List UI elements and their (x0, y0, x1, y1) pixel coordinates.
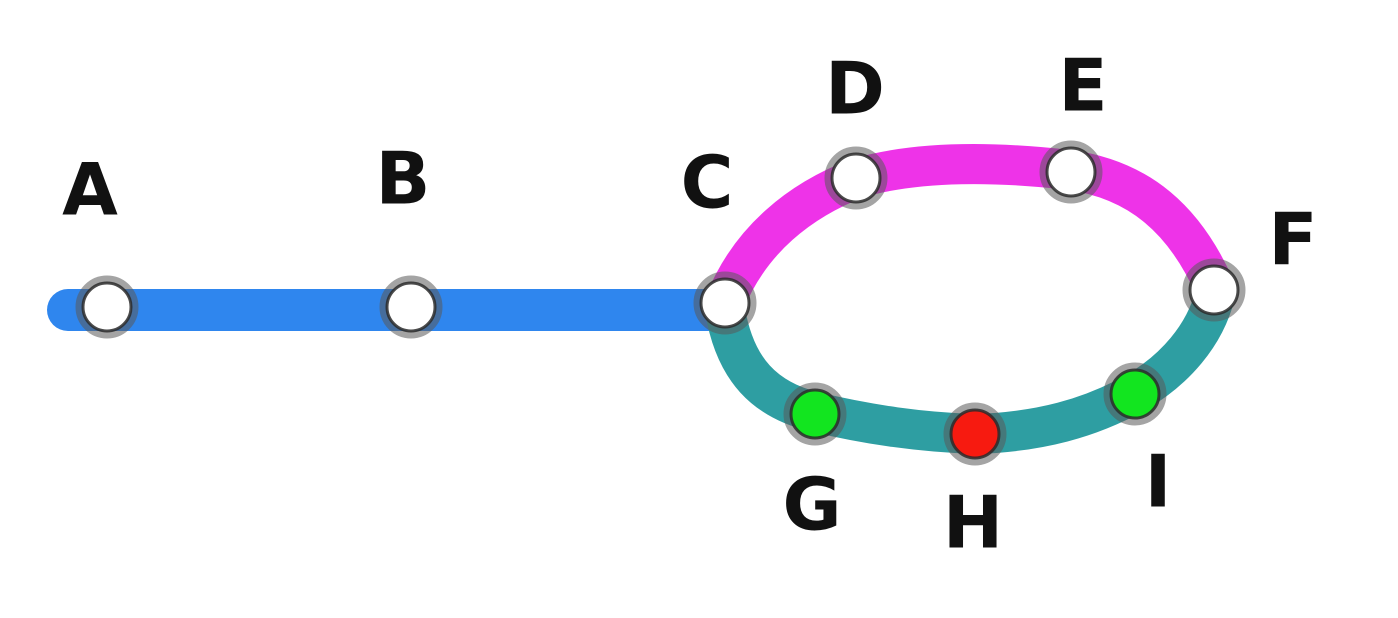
station-h-marker (949, 408, 1001, 460)
station-b-marker (385, 281, 437, 333)
track-layer (47, 144, 1235, 454)
station-e-label: E (1058, 44, 1107, 128)
station-i-label: I (1145, 440, 1172, 524)
station-f-marker (1188, 264, 1240, 316)
station-g-ring (783, 382, 847, 446)
station-b[interactable]: B (376, 137, 443, 339)
station-a[interactable]: A (62, 148, 139, 339)
station-g-label: G (782, 463, 841, 547)
station-layer: A B C D E F G (62, 44, 1317, 565)
station-f[interactable]: F (1182, 198, 1318, 322)
station-f-label: F (1268, 198, 1317, 282)
station-f-ring (1182, 258, 1246, 322)
station-h-label: H (943, 481, 1003, 565)
station-d-label: D (825, 47, 885, 131)
station-a-label: A (62, 148, 118, 232)
station-e-ring (1039, 140, 1103, 204)
station-g[interactable]: G (782, 382, 847, 547)
station-d-ring (824, 146, 888, 210)
station-i-ring (1103, 362, 1167, 426)
station-b-label: B (376, 137, 431, 221)
station-c-ring (693, 271, 757, 335)
station-h-ring (943, 402, 1007, 466)
station-c-marker (699, 277, 751, 329)
station-i-marker (1109, 368, 1161, 420)
station-e-marker (1045, 146, 1097, 198)
station-a-marker (81, 281, 133, 333)
station-a-ring (75, 275, 139, 339)
station-d-marker (830, 152, 882, 204)
station-b-ring (379, 275, 443, 339)
station-d[interactable]: D (824, 47, 888, 210)
station-h[interactable]: H (943, 402, 1007, 565)
station-e[interactable]: E (1039, 44, 1108, 204)
station-c[interactable]: C (681, 141, 757, 335)
station-c-label: C (681, 141, 734, 225)
station-g-marker (789, 388, 841, 440)
station-i[interactable]: I (1103, 362, 1172, 524)
magenta-line-track (705, 144, 1235, 322)
